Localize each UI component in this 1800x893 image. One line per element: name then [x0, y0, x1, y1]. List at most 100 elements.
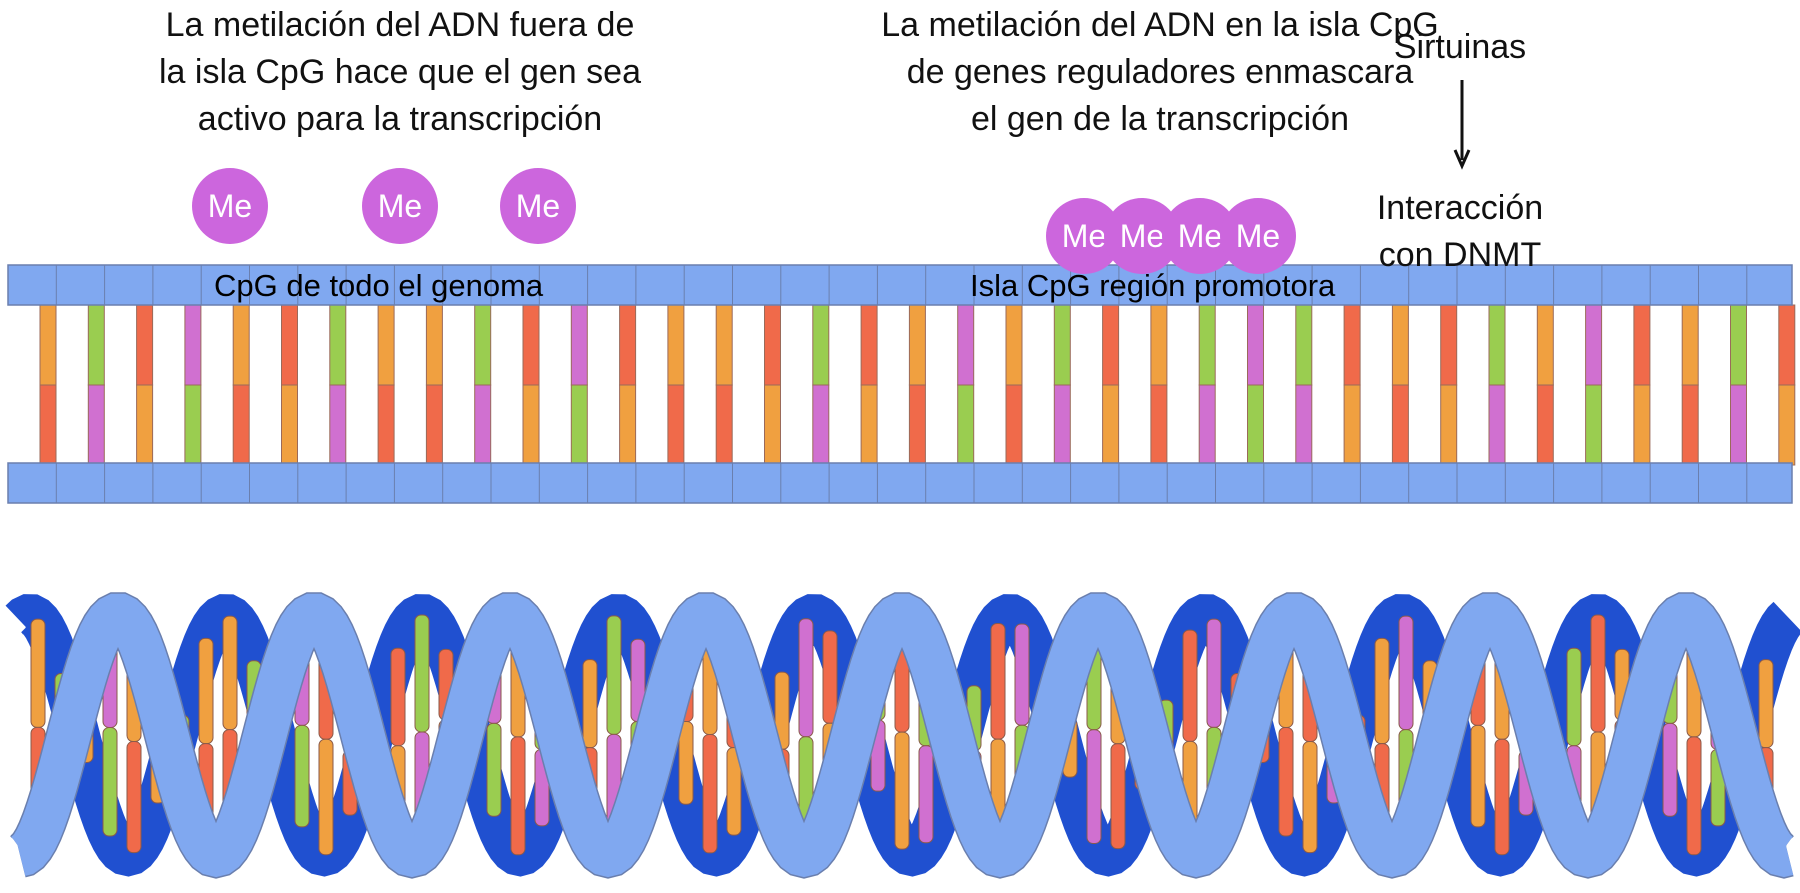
helix-base-pair	[822, 630, 838, 724]
middle-title-line: de genes reguladores enmascara	[906, 53, 1414, 91]
base-pair-rung	[1633, 384, 1651, 466]
helix-base-pair	[414, 614, 430, 733]
base-pair-rung	[425, 304, 443, 386]
helix-base-pair	[798, 618, 814, 738]
base-pair-rung	[812, 384, 830, 466]
base-pair-rung	[136, 304, 154, 386]
helix-base-pair	[1086, 729, 1102, 844]
helix-base-pair	[918, 745, 934, 844]
sirtuins-label: Sirtuinas	[1393, 28, 1527, 66]
base-pair-rung	[715, 384, 733, 466]
helix-base-pair	[30, 618, 46, 728]
base-pair-rung	[1440, 304, 1458, 386]
base-pair-rung	[1536, 304, 1554, 386]
base-pair-rung	[1681, 304, 1699, 386]
dnmt-interaction-label: Interacción con DNMT	[1376, 189, 1544, 274]
base-pair-rung	[764, 384, 781, 466]
dna-double-helix	[5, 592, 1800, 879]
base-pair-rung	[281, 384, 298, 466]
base-pair-rung	[474, 384, 492, 466]
base-pair-rung	[1198, 384, 1216, 466]
base-pair-rung	[1440, 384, 1458, 466]
base-pair-rung	[1633, 304, 1651, 386]
base-pair-rung	[184, 384, 202, 466]
helix-base-pair	[1494, 738, 1510, 856]
helix-base-pair	[1014, 623, 1030, 726]
base-pair-rung	[860, 384, 878, 466]
base-pair-rung	[1295, 384, 1313, 466]
helix-base-pair	[318, 738, 334, 856]
base-pair-rung	[1102, 384, 1120, 466]
helix-base-pair	[726, 747, 742, 836]
middle-title-line: el gen de la transcripción	[970, 100, 1349, 138]
base-pair-rung	[1343, 384, 1361, 466]
front-strand	[11, 593, 1794, 878]
base-pair-rung	[1536, 384, 1554, 466]
left-title-line: La metilación del ADN fuera de	[165, 6, 635, 44]
base-pair-rung	[1053, 304, 1071, 386]
base-pair-rung	[281, 304, 298, 386]
helix-base-pair	[990, 622, 1006, 740]
base-pair-rung	[1343, 304, 1361, 386]
helix-base-pair	[1302, 741, 1318, 854]
base-pair-rung	[232, 304, 250, 386]
base-pair-rung	[957, 304, 975, 386]
helix-base-pair	[894, 731, 910, 850]
genome-cpg-label: CpG de todo el genoma	[214, 268, 544, 303]
bottom-backbone-strand	[7, 462, 1793, 504]
helix-base-pair	[198, 637, 214, 745]
base-pair-rung	[87, 304, 105, 386]
middle-title-line: La metilación del ADN en la isla CpG	[881, 6, 1439, 44]
down-arrow-icon	[1453, 80, 1471, 170]
methyl-group: Me	[1162, 198, 1238, 274]
helix-base-pair	[1182, 629, 1198, 742]
helix-base-pair	[1374, 637, 1390, 745]
base-pair-rung	[908, 384, 926, 466]
base-pair-rung	[1585, 304, 1603, 386]
helix-base-pair	[102, 726, 118, 837]
helix-base-pair	[678, 721, 694, 805]
base-pair-rung	[619, 384, 637, 466]
helix-base-pair	[294, 724, 310, 828]
base-pair-rung	[377, 304, 395, 386]
base-pair-rung	[522, 304, 540, 386]
dna-ladder	[7, 264, 1796, 504]
base-pair-rung	[425, 384, 443, 466]
helix-base-pair	[222, 615, 238, 731]
base-pair-rung	[715, 304, 733, 386]
base-pair-rung	[377, 384, 395, 466]
middle-title: La metilación del ADN en la isla CpG de …	[830, 2, 1490, 143]
base-pair-rung	[329, 384, 347, 466]
methyl-group: Me	[500, 168, 576, 244]
methyl-group: Me	[1220, 198, 1296, 274]
base-pair-rung	[1150, 304, 1168, 386]
base-pair-rung	[474, 304, 492, 386]
helix-base-pair	[126, 741, 142, 854]
helix-base-pair	[486, 722, 502, 817]
base-pair-rung	[1391, 384, 1409, 466]
base-pair-rung	[619, 304, 637, 386]
helix-base-pair	[390, 647, 406, 747]
base-pair-rung	[1681, 384, 1699, 466]
base-pair-rung	[1150, 384, 1168, 466]
base-pair-rung	[1488, 384, 1506, 466]
cpg-island-label: Isla CpG región promotora	[970, 268, 1336, 303]
base-pair-rung	[957, 384, 975, 466]
helix-base-pair	[1110, 743, 1126, 850]
base-pair-rung	[522, 384, 540, 466]
base-pair-rung	[570, 304, 588, 386]
helix-base-pair	[1686, 736, 1702, 856]
top-backbone-strand	[7, 264, 1793, 306]
base-pair-rung	[1730, 384, 1747, 466]
left-title-line: la isla CpG hace que el gen sea	[159, 53, 641, 91]
base-pair-rung	[329, 304, 347, 386]
helix-base-pair	[702, 733, 718, 854]
base-pair-rung	[1053, 384, 1071, 466]
left-title-line: activo para la transcripción	[197, 100, 603, 138]
base-pair-rung	[764, 304, 781, 386]
helix-base-pair	[1206, 618, 1222, 728]
base-pair-rung	[667, 384, 685, 466]
base-pair-rung	[1295, 304, 1313, 386]
base-pair-rung	[1488, 304, 1506, 386]
base-pair-rung	[667, 304, 685, 386]
